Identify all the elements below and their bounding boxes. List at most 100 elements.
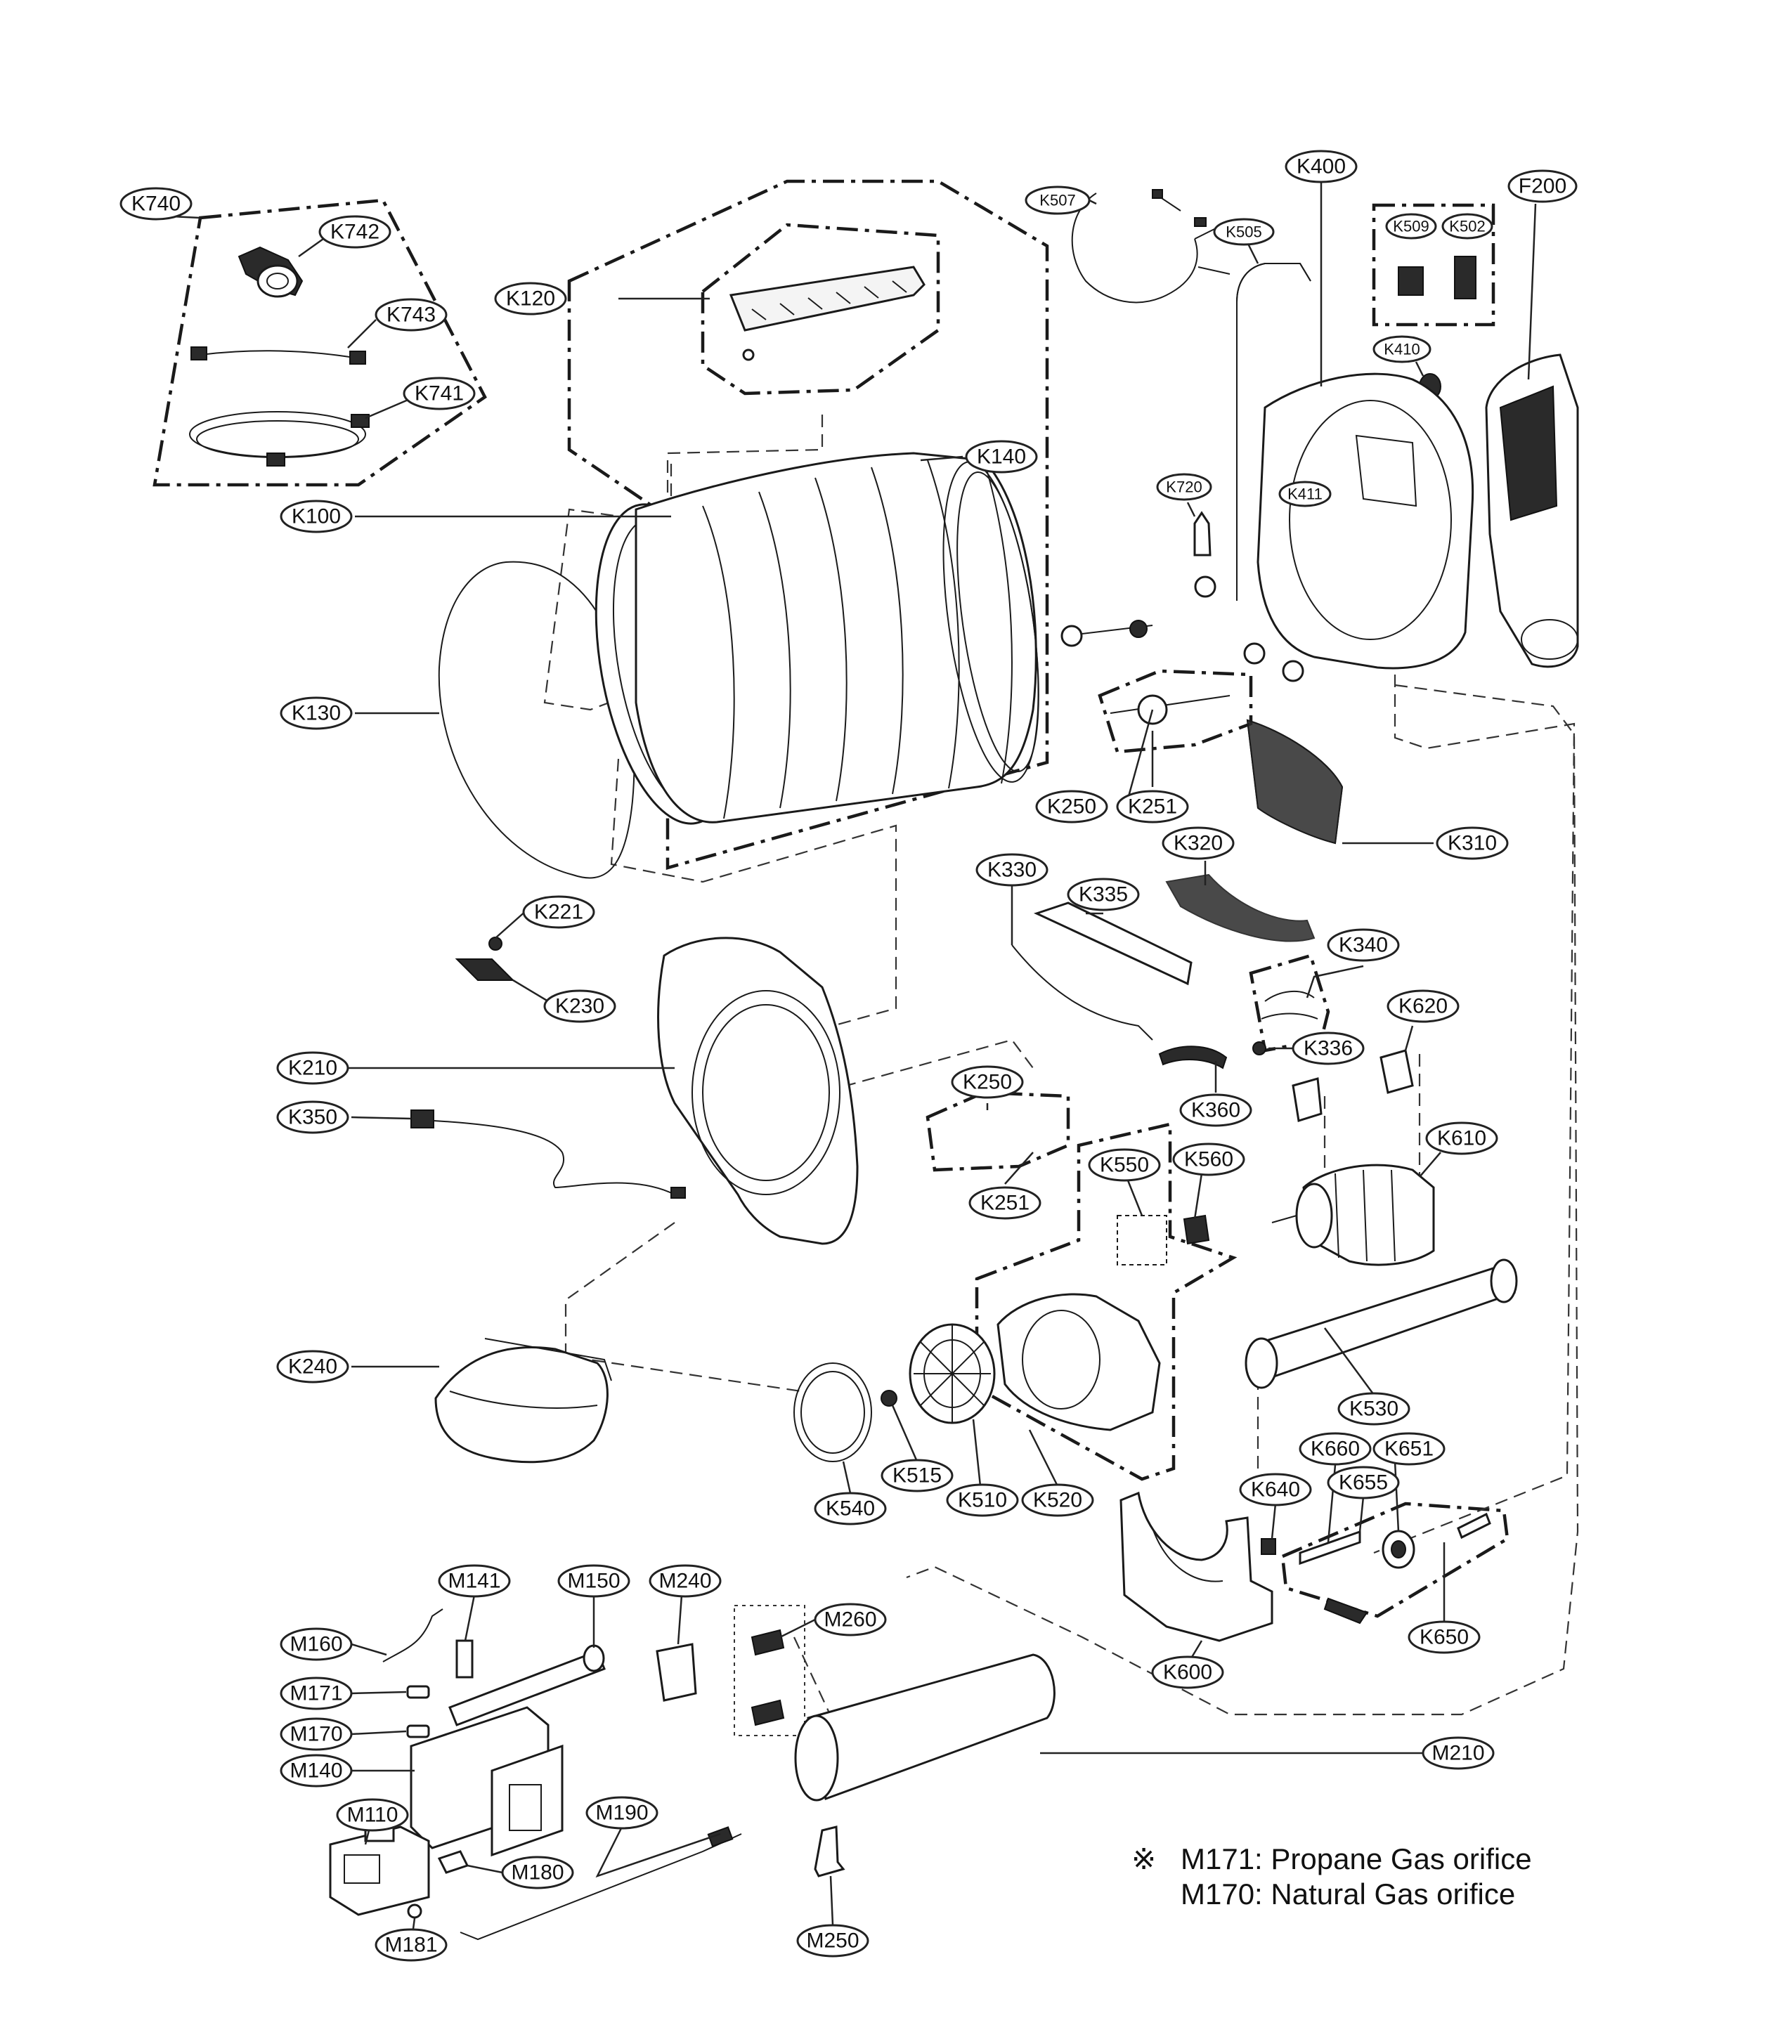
k510-blower-wheel-part (909, 1323, 996, 1424)
connector-path-right (906, 684, 1579, 1716)
part-label-K335: K335 (1067, 878, 1140, 911)
svg-text:K600: K600 (1163, 1661, 1212, 1684)
svg-text:M240: M240 (658, 1570, 711, 1593)
k660-part (1299, 1530, 1361, 1565)
part-label-K230: K230 (543, 989, 616, 1023)
svg-text:K720: K720 (1166, 479, 1202, 496)
svg-text:K210: K210 (288, 1057, 337, 1080)
part-label-K130: K130 (280, 696, 353, 730)
svg-text:M180: M180 (511, 1861, 564, 1884)
part-label-K502: K502 (1441, 213, 1493, 240)
part-label-K210: K210 (276, 1051, 349, 1085)
part-label-M110: M110 (336, 1798, 409, 1832)
part-label-M260: M260 (814, 1603, 887, 1636)
part-label-K610: K610 (1425, 1121, 1498, 1155)
k520-group-outline (975, 1122, 1238, 1481)
part-label-M181: M181 (375, 1928, 448, 1962)
k515-part (881, 1390, 897, 1407)
k330-part (1011, 944, 1153, 1041)
part-label-K560: K560 (1172, 1143, 1245, 1176)
part-label-M150: M150 (557, 1564, 630, 1598)
part-label-K515: K515 (881, 1459, 954, 1492)
svg-text:M170: M170 (290, 1723, 342, 1746)
k550-part (1117, 1215, 1167, 1265)
part-label-K650: K650 (1408, 1620, 1481, 1654)
part-label-K360: K360 (1179, 1093, 1252, 1127)
m260-sensor-group (734, 1605, 805, 1736)
svg-text:M140: M140 (290, 1759, 342, 1783)
k400-rear-bulkhead-part (1257, 372, 1474, 670)
k651-pulley-part (1382, 1530, 1415, 1569)
svg-text:K251: K251 (980, 1192, 1030, 1215)
svg-text:K520: K520 (1033, 1489, 1082, 1512)
k740-group-outline (152, 198, 487, 487)
m171-orifice-part (406, 1685, 430, 1699)
part-label-K740: K740 (119, 187, 193, 221)
m181-part (407, 1903, 422, 1919)
svg-text:K515: K515 (892, 1464, 942, 1488)
k509-k502-group-outline (1372, 203, 1495, 327)
m150-burner-part (448, 1644, 606, 1726)
part-label-K221: K221 (522, 895, 595, 929)
part-label-K550: K550 (1088, 1148, 1161, 1182)
part-label-K251-upper: K251 (1116, 790, 1189, 824)
k100-drum-part (595, 452, 1039, 825)
k620-bracket-part-2 (1292, 1077, 1323, 1122)
part-label-K240: K240 (276, 1350, 349, 1384)
m260-sensor-bottom (751, 1699, 785, 1726)
part-label-K720: K720 (1156, 473, 1212, 501)
m190-fitting (707, 1826, 734, 1847)
part-label-K655: K655 (1327, 1466, 1400, 1499)
part-label-M170: M170 (280, 1717, 353, 1751)
note-line-2: M170: Natural Gas orifice (1181, 1877, 1515, 1910)
k100-drum-group-outline (567, 179, 1049, 870)
part-label-M141: M141 (438, 1564, 511, 1598)
svg-text:K560: K560 (1184, 1148, 1233, 1171)
part-label-K505: K505 (1213, 218, 1275, 246)
k530-exhaust-tube-part (1245, 1258, 1518, 1389)
k620-bracket-part (1379, 1049, 1414, 1094)
svg-text:K130: K130 (292, 702, 341, 725)
m210-combustion-chamber-part (794, 1653, 1056, 1802)
part-label-K120: K120 (494, 282, 567, 315)
part-label-M160: M160 (280, 1627, 353, 1661)
note-symbol: ※ (1131, 1842, 1156, 1875)
part-label-K600: K600 (1151, 1655, 1224, 1689)
svg-text:K743: K743 (387, 304, 436, 327)
part-label-K250-upper: K250 (1035, 790, 1108, 824)
svg-text:K350: K350 (288, 1106, 337, 1129)
m250-bracket-part (814, 1825, 845, 1877)
svg-text:K335: K335 (1079, 883, 1128, 906)
m141-part (455, 1639, 474, 1679)
part-label-K510: K510 (946, 1483, 1019, 1517)
svg-text:K251: K251 (1128, 795, 1177, 819)
part-label-K411: K411 (1278, 481, 1332, 507)
k502-part (1454, 256, 1476, 299)
svg-text:K250: K250 (963, 1071, 1012, 1094)
k742-y-connector-part (238, 246, 304, 298)
k120-drum-baffle-part (729, 266, 926, 361)
svg-text:K660: K660 (1311, 1438, 1360, 1461)
svg-text:K550: K550 (1100, 1154, 1149, 1177)
part-label-K250-lower: K250 (951, 1065, 1024, 1099)
k741-coiled-hose-part (189, 411, 370, 467)
svg-text:M150: M150 (567, 1570, 620, 1593)
svg-text:K340: K340 (1339, 934, 1388, 957)
k655-part (1323, 1597, 1368, 1625)
k520-blower-housing-part (996, 1293, 1161, 1431)
k350-sensor-harness-part (410, 1109, 686, 1199)
k340-part (1261, 990, 1318, 1020)
svg-text:K530: K530 (1349, 1398, 1398, 1421)
k650-group-outline (1280, 1502, 1509, 1618)
leader-lines (171, 183, 1537, 1929)
part-label-K651: K651 (1372, 1432, 1446, 1466)
part-label-K620: K620 (1387, 989, 1460, 1023)
m240-part (656, 1643, 697, 1702)
m170-orifice-part (406, 1724, 430, 1738)
part-label-K743: K743 (375, 298, 448, 332)
svg-text:K502: K502 (1449, 218, 1485, 235)
k540-gasket-ring-part (793, 1362, 872, 1462)
svg-text:M110: M110 (347, 1804, 398, 1827)
part-label-K336: K336 (1292, 1031, 1365, 1065)
part-label-K140: K140 (965, 440, 1038, 474)
